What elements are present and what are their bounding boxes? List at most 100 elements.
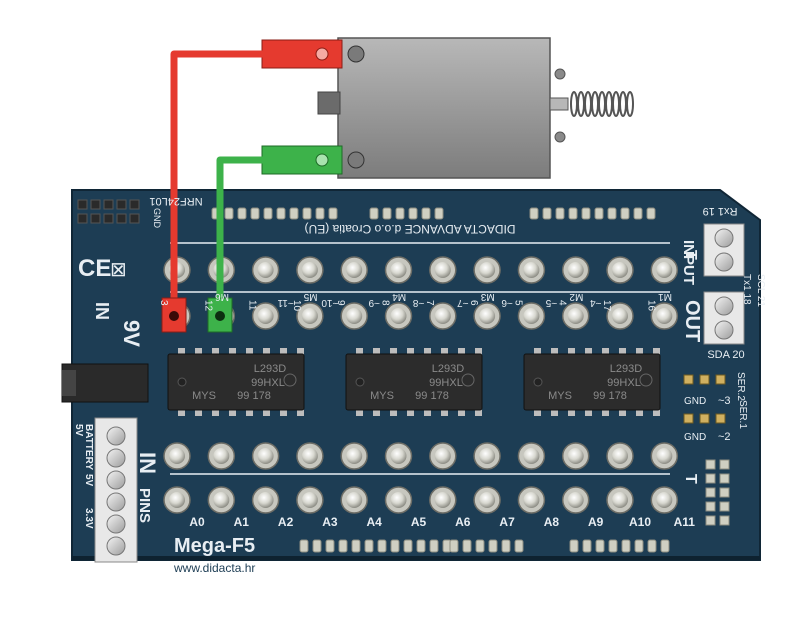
header-pin xyxy=(364,539,374,553)
analog-pin-label: A1 xyxy=(234,515,250,529)
header-pin xyxy=(514,539,524,553)
output-pin-mark: ~8 xyxy=(412,297,424,308)
solenoid-body xyxy=(337,37,551,179)
chip-code: 99HXL xyxy=(607,377,641,389)
output-pin-number: 4 xyxy=(557,300,568,306)
output-pin-number: 8 xyxy=(380,300,391,306)
output-socket-lower-hole xyxy=(479,308,496,324)
header-pin xyxy=(660,539,670,553)
radio-header-label: NRF24L01 xyxy=(149,195,202,207)
waste-bin-icon: ⊠ xyxy=(110,259,127,281)
chip-code: 99HXL xyxy=(429,377,463,389)
sda-label: SDA 20 xyxy=(707,349,744,361)
serial-pin xyxy=(699,413,710,424)
motor-label: M2 xyxy=(569,291,583,302)
analog-pin-label: A8 xyxy=(544,515,560,529)
input-socket-lower-hole xyxy=(346,492,363,508)
analog-pin-label: A0 xyxy=(189,515,205,529)
analog-pin-label: A9 xyxy=(588,515,604,529)
chip-pin xyxy=(636,348,643,356)
chip-body xyxy=(167,353,305,411)
output-socket-upper-hole xyxy=(346,262,363,278)
chip-pin xyxy=(441,408,448,416)
output-socket-lower-hole xyxy=(301,308,318,324)
output-pin-mark: ~9 xyxy=(368,297,380,308)
header-pin xyxy=(302,207,312,220)
analog-pin-label: A5 xyxy=(411,515,427,529)
spring-coil xyxy=(584,91,592,117)
header-pin xyxy=(224,207,234,220)
chip-pin xyxy=(424,408,431,416)
motor-label: M3 xyxy=(480,291,494,302)
output-pin-mark: ~7 xyxy=(457,297,469,308)
solenoid-pin-top xyxy=(554,68,566,80)
spring-coil xyxy=(619,91,627,117)
radio-header-pin xyxy=(90,213,101,224)
bottom-headers xyxy=(299,539,670,553)
battery-label: BATTERY xyxy=(83,424,94,470)
chip-pin xyxy=(212,348,219,356)
radio-header-pin xyxy=(77,213,88,224)
chip-pin xyxy=(195,348,202,356)
output-pin-number: 5 xyxy=(512,300,523,306)
radio-header-pin xyxy=(103,199,114,210)
chip-maker: MYS xyxy=(370,390,394,402)
output-socket-lower-hole xyxy=(656,308,673,324)
header-pin xyxy=(475,539,485,553)
header-pin xyxy=(595,539,605,553)
output-pin-number: 11 xyxy=(247,300,258,311)
header-pin xyxy=(646,207,656,220)
dc-jack-face xyxy=(62,370,76,396)
analog-pin-label: A11 xyxy=(674,515,696,529)
output-socket-upper-hole xyxy=(390,262,407,278)
silkscreen-lines xyxy=(170,242,670,475)
radio-header-pin xyxy=(103,213,114,224)
chip-pin xyxy=(263,408,270,416)
in-pins-label: IN xyxy=(135,452,160,474)
output-socket-upper-hole xyxy=(479,262,496,278)
green-terminal-hole xyxy=(315,153,329,167)
header-pin xyxy=(325,539,335,553)
chip-body xyxy=(345,353,483,411)
output-pin-number: 17 xyxy=(601,300,612,312)
input-socket-lower-hole xyxy=(257,492,274,508)
output-socket-upper-hole xyxy=(612,262,628,278)
header-pin xyxy=(237,207,247,220)
top-headers xyxy=(211,207,656,220)
chip-code: 99HXL xyxy=(251,377,285,389)
green-terminal-contact xyxy=(347,151,365,169)
chip-pin xyxy=(297,348,304,356)
header-pin xyxy=(529,207,539,220)
chip-pin xyxy=(195,408,202,416)
input-socket-upper-hole xyxy=(169,448,185,464)
scl-label: SCL 21 xyxy=(755,274,766,307)
header-pin xyxy=(501,539,511,553)
chip-pin xyxy=(619,348,626,356)
header-pin xyxy=(434,207,444,220)
header-pin xyxy=(581,207,591,220)
input-socket-lower-hole xyxy=(390,492,407,508)
chip-pin xyxy=(602,408,609,416)
input-socket-lower-hole xyxy=(213,492,230,508)
spring-coil xyxy=(570,91,578,117)
motor-label: M5 xyxy=(303,291,317,302)
chip-pin xyxy=(246,348,253,356)
serial-pin xyxy=(699,374,710,385)
terminal-screw xyxy=(714,296,734,316)
analog-pin-label: A6 xyxy=(455,515,471,529)
input-socket-upper-hole xyxy=(612,448,628,464)
header-pin xyxy=(289,207,299,220)
analog-pin-label: A2 xyxy=(278,515,294,529)
red-wire xyxy=(170,50,264,300)
header-pin xyxy=(429,539,439,553)
input-socket-lower-hole xyxy=(656,492,673,508)
output-socket-lower-hole xyxy=(612,308,628,324)
input-sockets xyxy=(163,442,679,514)
terminal-screw xyxy=(714,228,734,248)
spring-coil xyxy=(605,91,613,117)
chip-pin xyxy=(602,348,609,356)
chip-batch: 99 178 xyxy=(415,390,449,402)
output-socket-upper-hole xyxy=(301,262,318,278)
